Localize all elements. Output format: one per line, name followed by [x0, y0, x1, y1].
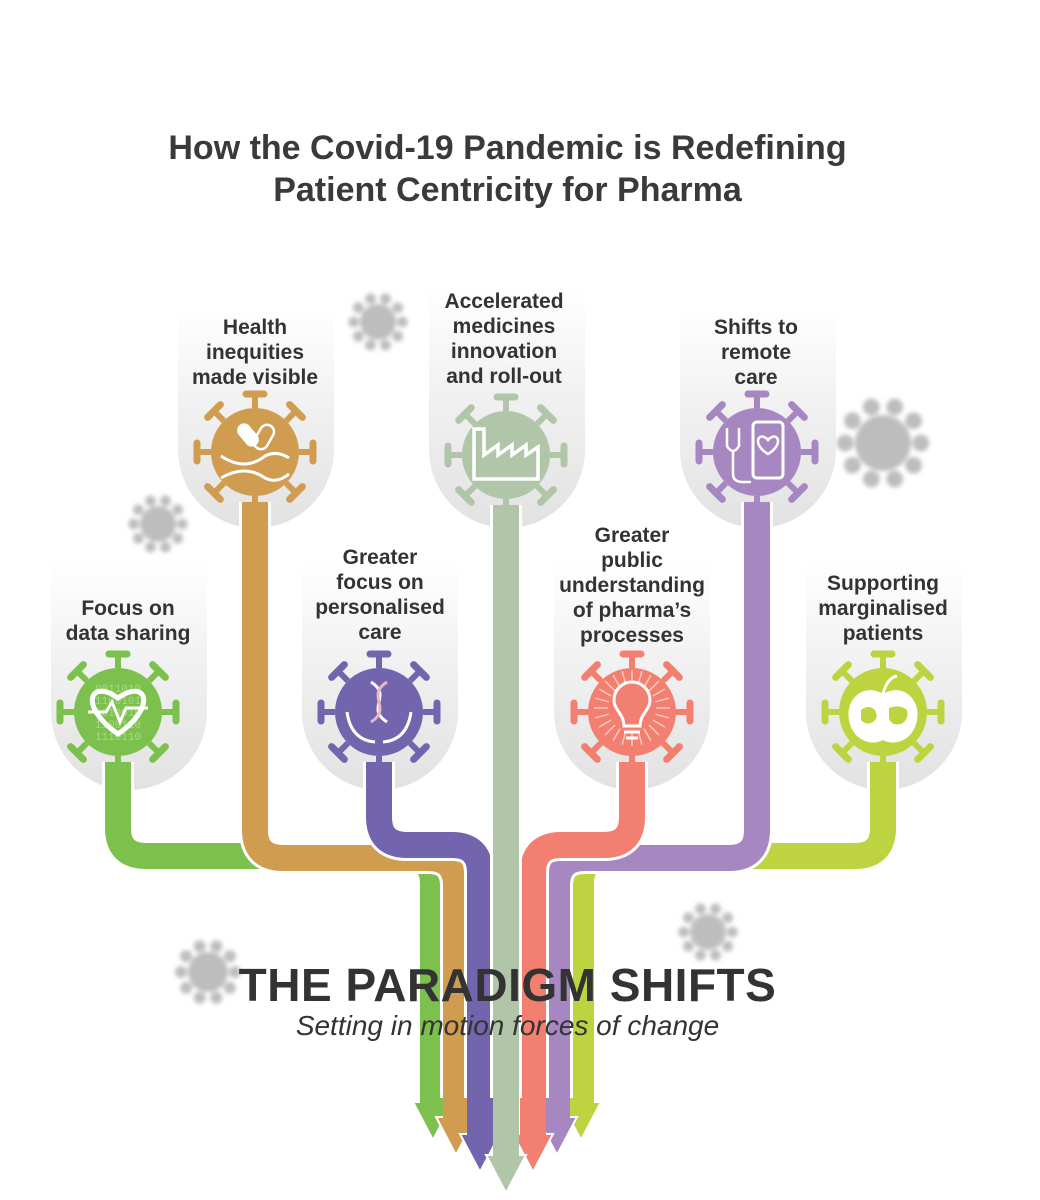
arrow-shaft-medicines: [493, 1098, 519, 1156]
label-line: processes: [580, 624, 684, 647]
arrow-shaft-health: [443, 1098, 469, 1118]
label-line: Accelerated: [444, 290, 564, 313]
binary-row: 1100101: [95, 696, 142, 708]
label-data-sharing: Focus on data sharing: [43, 596, 213, 646]
label-line: inequities: [205, 341, 305, 364]
label-line: innovation: [450, 340, 558, 363]
label-line: personalised: [315, 596, 445, 619]
label-line: understanding: [559, 574, 705, 597]
label-line: marginalised: [818, 597, 948, 620]
label-line: Focus on: [81, 597, 175, 620]
label-line: care: [734, 366, 778, 389]
label-accelerated-medicines: Accelerated medicines innovation and rol…: [419, 289, 589, 389]
badge-public: [570, 650, 694, 774]
arrow-shaft-personal: [467, 1098, 493, 1135]
apple-globe-icon: [848, 674, 918, 743]
virus-particle: [836, 398, 930, 488]
label-line: Greater: [594, 524, 670, 547]
arrow-shaft-marginal: [568, 1098, 594, 1103]
binary-row: 1110110: [95, 732, 141, 744]
dna-hands-icon: [345, 680, 413, 744]
pill-hands-icon: [220, 423, 290, 482]
paradigm-shifts-subheading: Setting in motion forces of change: [295, 1010, 720, 1041]
pipe-remote: [544, 502, 770, 1100]
paradigm-shifts-heading: THE PARADIGM SHIFTS: [238, 959, 777, 1011]
label-line: remote: [720, 341, 792, 364]
label-line: Shifts to: [714, 316, 798, 339]
label-line: Health: [222, 316, 288, 339]
badge-marginal: [821, 650, 945, 774]
label-marginalised-patients: Supporting marginalised patients: [798, 571, 968, 646]
virus-particle: [175, 940, 241, 1004]
label-line: Greater: [342, 546, 418, 569]
page-title-line-2: Patient Centricity for Pharma: [273, 171, 742, 209]
badge-health: [193, 390, 317, 514]
label-line: medicines: [452, 315, 556, 338]
label-line: Supporting: [827, 572, 939, 595]
page-title-line-1: How the Covid-19 Pandemic is Redefining: [168, 129, 847, 167]
virus-particle: [128, 495, 188, 553]
phone-stethoscope-icon: [725, 420, 785, 484]
label-line: of pharma’s: [572, 599, 692, 622]
label-line: made visible: [191, 366, 319, 389]
label-public-understanding: Greater public understanding of pharma’s…: [547, 523, 717, 648]
arrow-shaft-remote: [544, 1098, 570, 1118]
badge-remote: [695, 390, 819, 514]
arrow-shaft-data: [420, 1098, 446, 1103]
virus-particle: [348, 293, 408, 351]
virus-particle: [678, 903, 738, 961]
label-line: data sharing: [65, 622, 191, 645]
lightbulb-icon: [594, 670, 670, 746]
factory-icon: [472, 427, 540, 481]
label-line: public: [601, 549, 663, 572]
label-health-inequities: Health inequities made visible: [170, 315, 340, 390]
arrowhead-medicines: [484, 1154, 528, 1196]
badge-personal: [317, 650, 441, 774]
label-line: patients: [842, 622, 924, 645]
label-line: focus on: [336, 571, 424, 594]
label-line: care: [358, 621, 402, 644]
label-remote-care: Shifts to remote care: [671, 315, 841, 390]
badge-medicines: [444, 393, 568, 517]
pipe-health: [242, 502, 469, 1100]
label-personalised-care: Greater focus on personalised care: [295, 545, 465, 645]
pipe-personal: [366, 762, 493, 1100]
label-line: and roll-out: [446, 365, 562, 388]
arrow-shaft-public: [520, 1098, 546, 1135]
pipe-public: [520, 762, 645, 1100]
